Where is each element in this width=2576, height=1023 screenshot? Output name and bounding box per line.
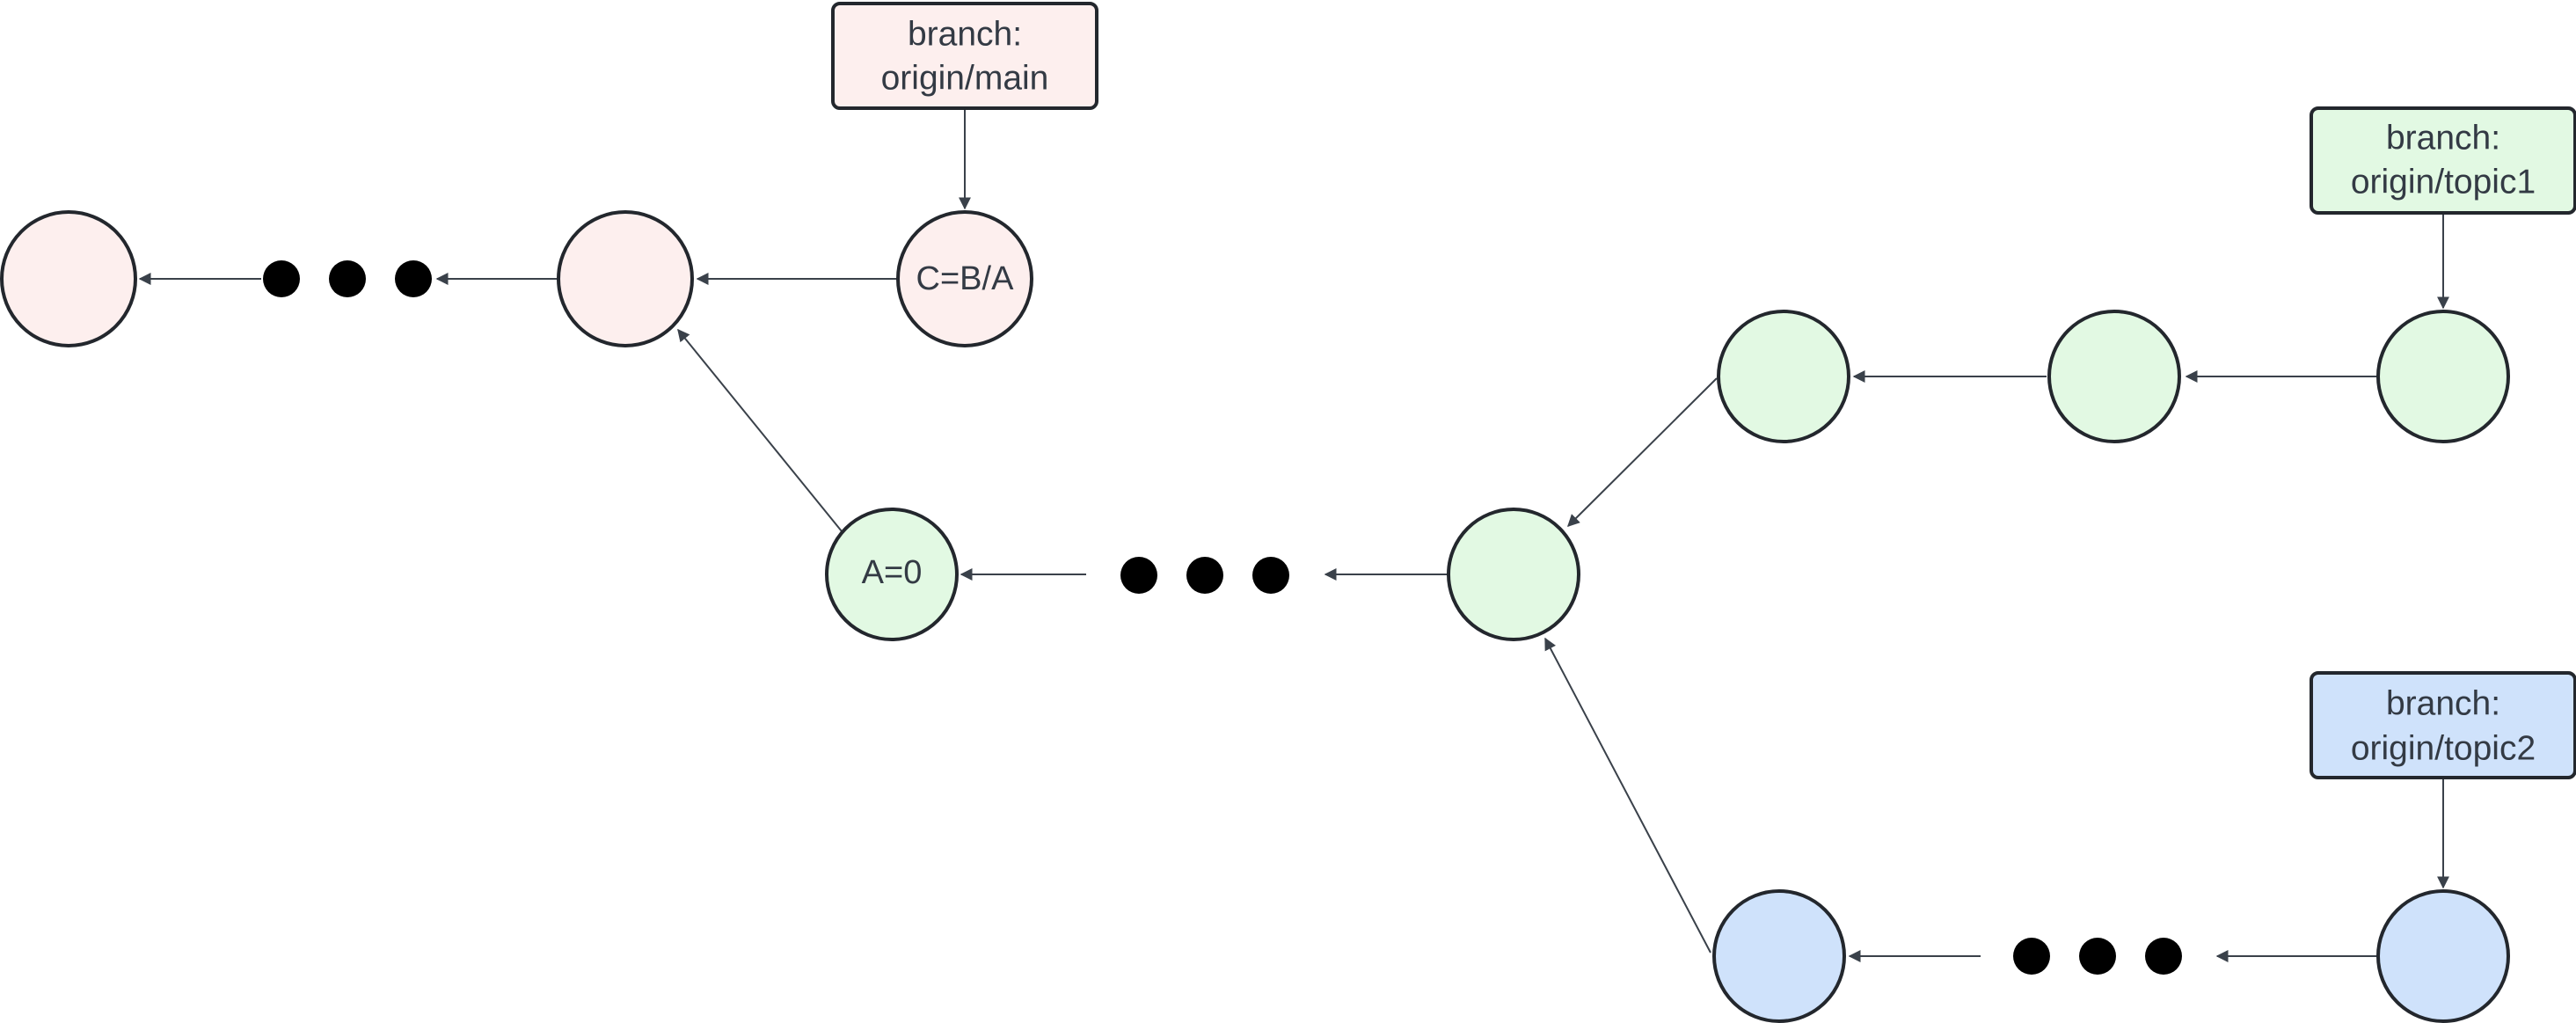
ellipsis-dot [2145, 938, 2182, 975]
commit-label-fork-a: A=0 [862, 554, 923, 591]
branch-box-main [831, 2, 1098, 110]
edge-t1-1-to-mid-green [1567, 377, 1718, 527]
branch-label-topic2: branch: origin/topic2 [2310, 671, 2576, 779]
branch-label-main: branch: origin/main [831, 2, 1098, 110]
branch-box-topic1 [2310, 106, 2576, 215]
commit-node-fork-a [825, 508, 959, 641]
edge-fork-a-to-main-2 [677, 328, 843, 532]
edges [138, 108, 2449, 962]
branch-label-topic1: branch: origin/topic1 [2310, 106, 2576, 215]
commit-node-topic1-1 [1717, 310, 1850, 443]
ellipsis-dot [395, 260, 432, 297]
branch-label-topic2-line1: branch: [2386, 685, 2500, 723]
commit-node-main-tip [896, 210, 1033, 347]
branch-label-main-line1: branch: [908, 16, 1022, 54]
commit-node-topic1-tip [2376, 310, 2510, 443]
commit-node-mid-green [1447, 508, 1580, 641]
ellipsis-dot [1252, 557, 1289, 594]
ellipsis-dot [2079, 938, 2116, 975]
commit-label-main-tip: C=B/A [916, 260, 1015, 297]
commit-node-topic2-tip [2376, 889, 2510, 1023]
commit-node-topic1-2 [2047, 310, 2181, 443]
main-ellipsis [263, 260, 432, 297]
ellipsis-dot [1120, 557, 1157, 594]
ellipsis-dot [2013, 938, 2050, 975]
branch-label-topic1-line2: origin/topic1 [2351, 164, 2536, 201]
branch-box-topic2 [2310, 671, 2576, 779]
commit-node-main-1 [0, 210, 137, 347]
commit-node-topic2-1 [1712, 889, 1846, 1023]
ellipsis-dot [329, 260, 366, 297]
ellipsis-dot [1186, 557, 1223, 594]
branch-label-topic1-line1: branch: [2386, 120, 2500, 157]
middle-ellipsis [1120, 557, 1289, 594]
ellipsis-dot [263, 260, 300, 297]
commit-node-main-2 [557, 210, 694, 347]
edge-t2-1-to-mid-green [1544, 637, 1711, 954]
topic2-ellipsis [2013, 938, 2182, 975]
branch-label-topic2-line2: origin/topic2 [2351, 730, 2536, 768]
branch-label-main-line2: origin/main [881, 60, 1049, 98]
commit-nodes: C=B/A A=0 [0, 210, 2510, 1023]
